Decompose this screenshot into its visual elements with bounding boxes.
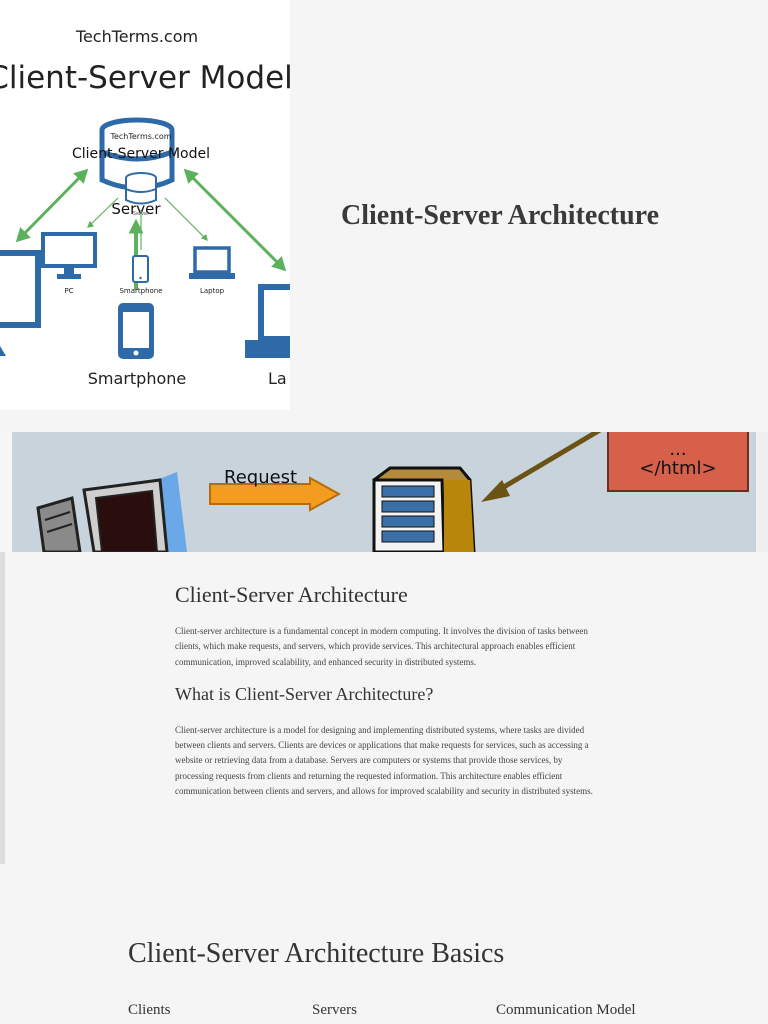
overview-body: Client-server architecture is a model fo… bbox=[175, 724, 593, 797]
overview-subheading: What is Client-Server Architecture? bbox=[175, 683, 434, 704]
inset-watermark: TechTerms.com bbox=[109, 132, 171, 141]
code-tag: </html> bbox=[639, 458, 716, 479]
diagram-svg: TechTerms.com Client-Server Model TechTe… bbox=[0, 27, 290, 388]
client-computer-icon bbox=[36, 472, 187, 552]
banner-edge bbox=[756, 432, 768, 552]
column-communication-model: Communication Model bbox=[496, 1002, 636, 1018]
slide-basics: Client-Server Architecture Basics Client… bbox=[0, 864, 768, 1024]
overview-intro: Client-server architecture is a fundamen… bbox=[175, 626, 588, 667]
monitor-icon bbox=[0, 250, 41, 356]
slide-title-text: Client-Server Architecture bbox=[340, 200, 659, 231]
basics-heading: Client-Server Architecture Basics bbox=[128, 938, 505, 969]
overview-content: Client-Server Architecture Client-server… bbox=[175, 582, 595, 799]
smartphone-icon bbox=[118, 303, 154, 359]
column-servers: Servers bbox=[312, 1002, 357, 1018]
column-clients: Clients bbox=[128, 1002, 171, 1018]
slide-overview: Client-Server Architecture Client-server… bbox=[0, 552, 768, 864]
request-banner: Request ... </html> bbox=[12, 432, 756, 552]
request-arrow-icon bbox=[209, 476, 342, 512]
inset-heading: Client-Server Model bbox=[72, 146, 210, 162]
inset-arrows bbox=[87, 197, 208, 250]
diagram-watermark: TechTerms.com bbox=[75, 27, 198, 46]
small-smartphone-icon bbox=[132, 255, 149, 283]
server-icon bbox=[372, 466, 476, 552]
laptop-partial-label: La bbox=[268, 369, 287, 388]
slide-left-bar bbox=[0, 552, 5, 864]
pc-label: PC bbox=[64, 287, 73, 295]
connection-arrows bbox=[15, 168, 287, 290]
inset-smartphone-label: Smartphone bbox=[119, 287, 162, 295]
code-dots: ... bbox=[669, 439, 686, 460]
response-arrow-icon bbox=[481, 432, 602, 502]
smartphone-label: Smartphone bbox=[88, 369, 186, 388]
laptop-label: Laptop bbox=[200, 287, 225, 295]
overview-heading: Client-Server Architecture bbox=[175, 582, 408, 607]
client-server-diagram: TechTerms.com Client-Server Model TechTe… bbox=[0, 0, 290, 410]
diagram-heading: Client-Server Model bbox=[0, 60, 290, 96]
html-code-box bbox=[607, 432, 749, 492]
laptop-icon bbox=[189, 246, 235, 279]
server-label: Server bbox=[111, 200, 161, 218]
pc-icon bbox=[41, 232, 97, 279]
small-database-icon bbox=[125, 172, 157, 205]
laptop-large-icon bbox=[245, 284, 290, 358]
banner-svg: Request ... </html> bbox=[36, 432, 749, 552]
slide-title: TechTerms.com Client-Server Model TechTe… bbox=[0, 0, 768, 432]
request-label: Request bbox=[224, 467, 297, 488]
